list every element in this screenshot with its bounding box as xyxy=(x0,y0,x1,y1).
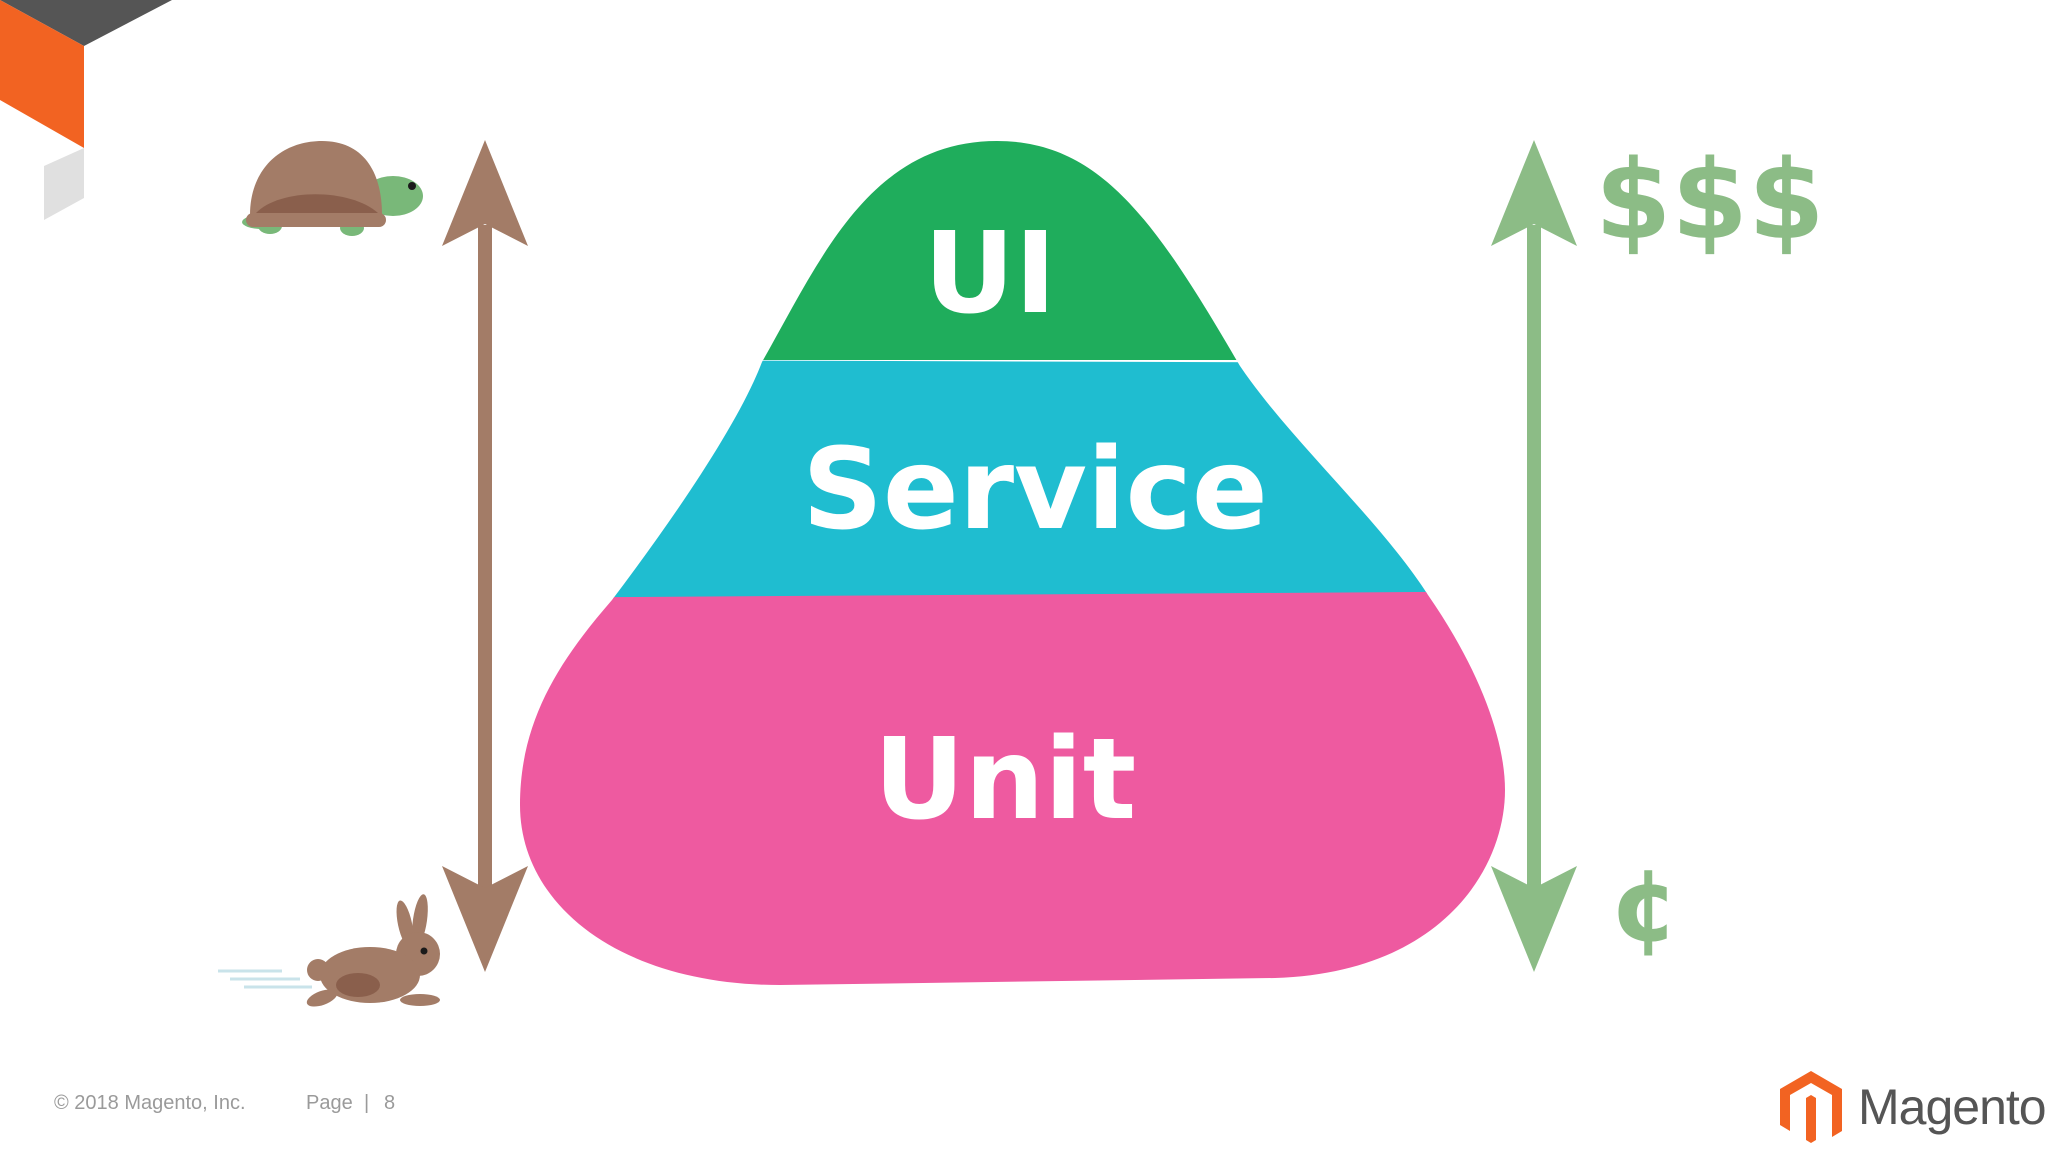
page-separator: | xyxy=(364,1092,370,1114)
pyramid-label-service: Service xyxy=(802,425,1268,555)
pyramid-label-unit: Unit xyxy=(874,715,1137,845)
speed-axis-arrow xyxy=(442,140,528,972)
rabbit-icon xyxy=(218,894,440,1007)
pyramid-level-unit xyxy=(520,588,1505,985)
copyright-text: © 2018 Magento, Inc. xyxy=(54,1092,246,1114)
brand-name: Magento xyxy=(1858,1079,2047,1135)
cost-low-label: ¢ xyxy=(1610,847,1680,964)
pyramid-level-service xyxy=(520,358,1505,602)
page-number: 8 xyxy=(384,1092,396,1114)
pyramid-label-ui: UI xyxy=(924,209,1057,339)
cost-high-label: $$$ xyxy=(1595,136,1825,264)
corner-decoration xyxy=(0,0,172,220)
cost-axis-arrow xyxy=(1491,140,1577,972)
magento-logo-icon xyxy=(1780,1071,1842,1143)
turtle-icon xyxy=(242,141,423,236)
page-label: Page xyxy=(306,1092,353,1114)
